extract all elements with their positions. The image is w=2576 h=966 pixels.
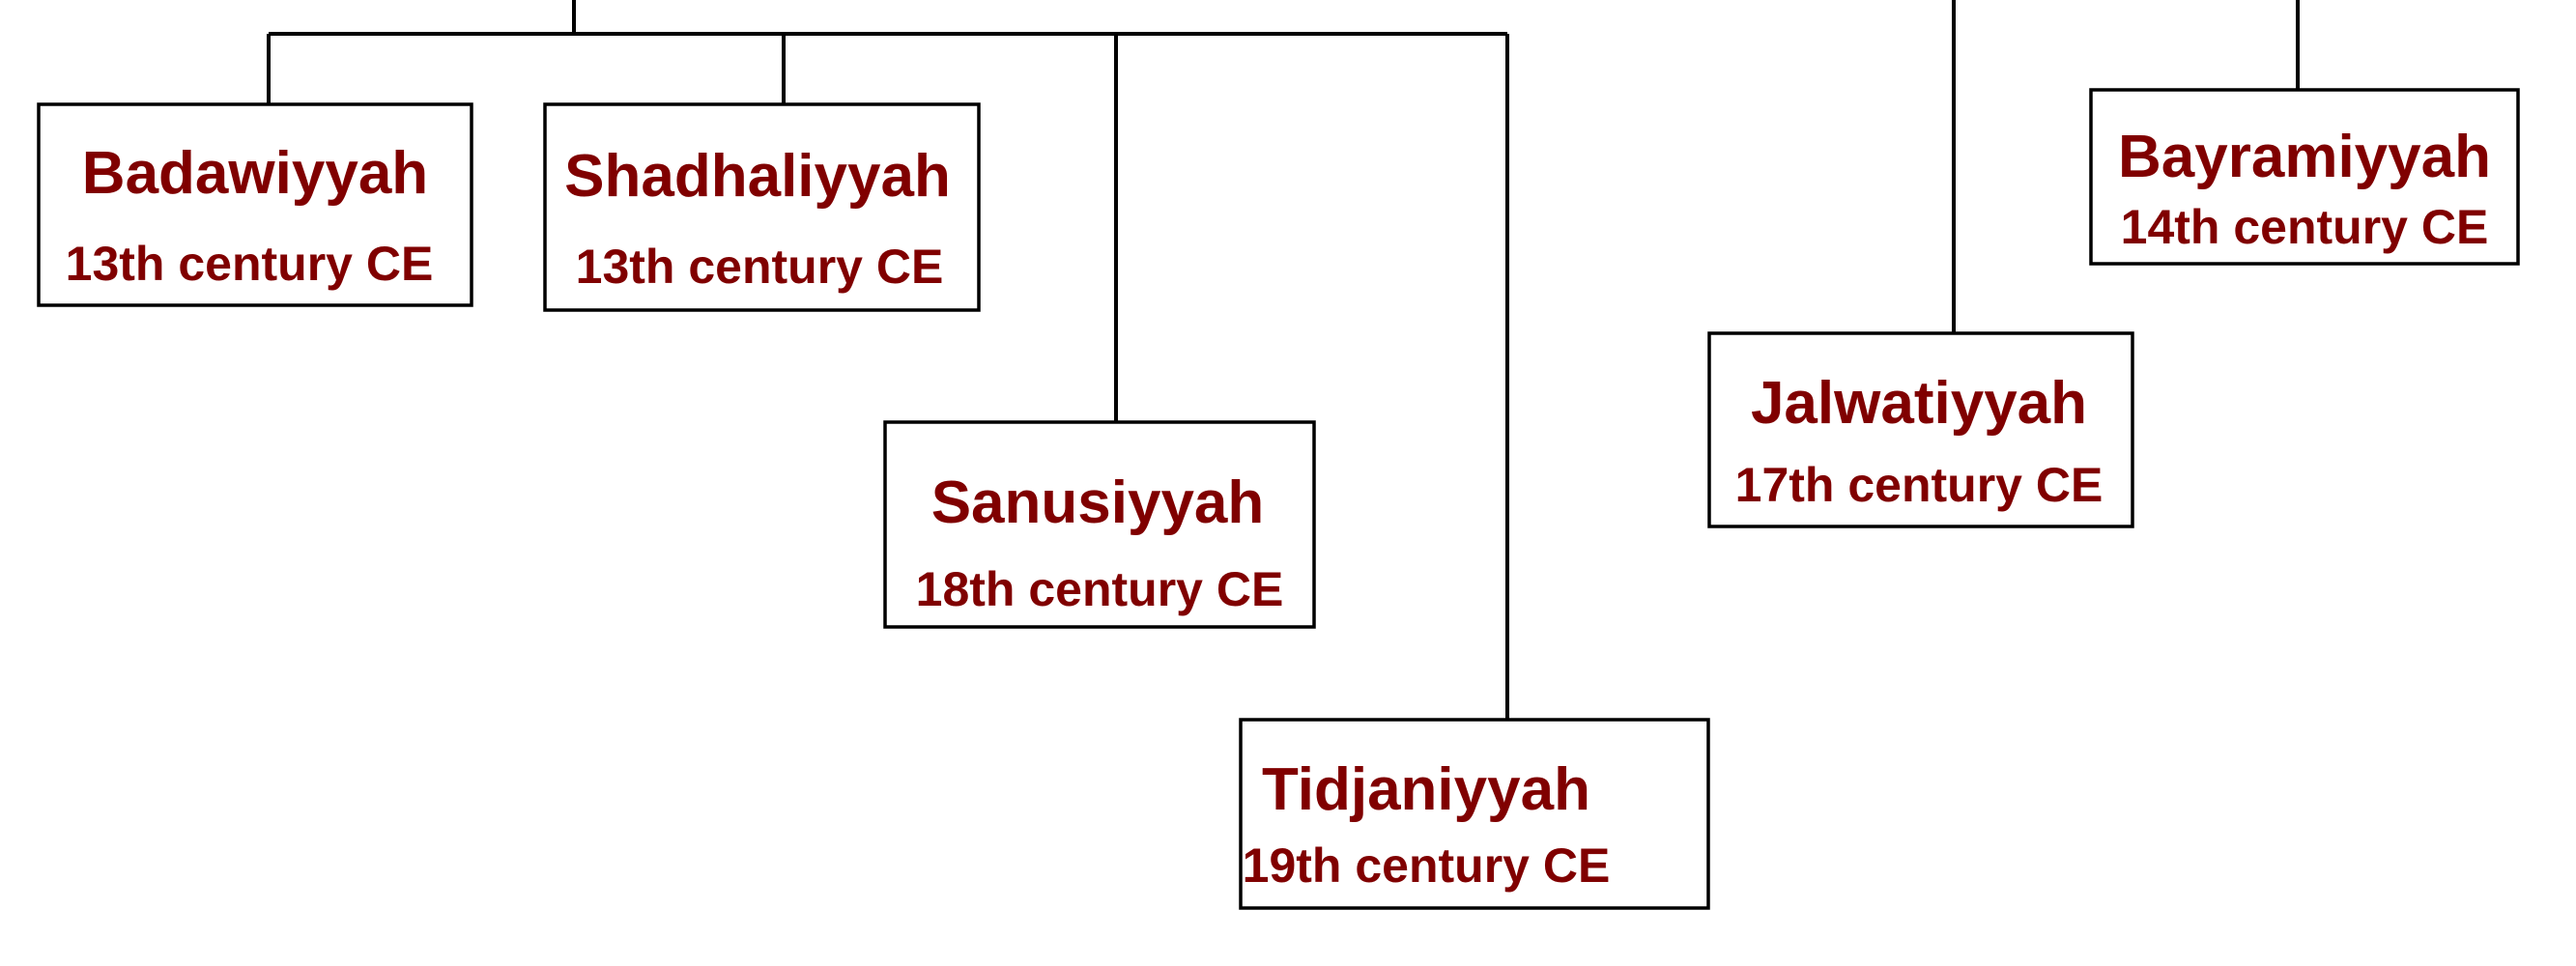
node-name: Tidjaniyyah: [1262, 756, 1590, 823]
node-century: 14th century CE: [2121, 200, 2489, 254]
node-badawiyyah: Badawiyyah 13th century CE: [37, 102, 473, 307]
node-box: [543, 102, 981, 312]
node-name: Badawiyyah: [82, 140, 428, 207]
node-box: [1239, 718, 1710, 910]
node-box: [1707, 331, 2134, 528]
node-bayramiyyah: Bayramiyyah 14th century CE: [2089, 88, 2520, 266]
connector-lines: [267, 0, 2300, 720]
node-box: [37, 102, 473, 307]
node-tidjaniyyah: Tidjaniyyah 19th century CE: [1239, 718, 1710, 910]
node-century: 17th century CE: [1735, 458, 2104, 512]
node-sanusiyyah: Sanusiyyah 18th century CE: [883, 420, 1316, 629]
node-name: Jalwatiyyah: [1751, 370, 2087, 437]
node-box: [883, 420, 1316, 629]
node-name: Shadhaliyyah: [564, 143, 951, 210]
node-name: Sanusiyyah: [931, 469, 1265, 536]
node-jalwatiyyah: Jalwatiyyah 17th century CE: [1707, 331, 2134, 528]
node-box: [2089, 88, 2520, 266]
node-name: Bayramiyyah: [2118, 124, 2491, 190]
node-century: 13th century CE: [576, 240, 944, 294]
node-century: 18th century CE: [916, 562, 1284, 616]
node-shadhaliyyah: Shadhaliyyah 13th century CE: [543, 102, 981, 312]
node-century: 19th century CE: [1243, 838, 1611, 893]
node-century: 13th century CE: [66, 237, 434, 291]
